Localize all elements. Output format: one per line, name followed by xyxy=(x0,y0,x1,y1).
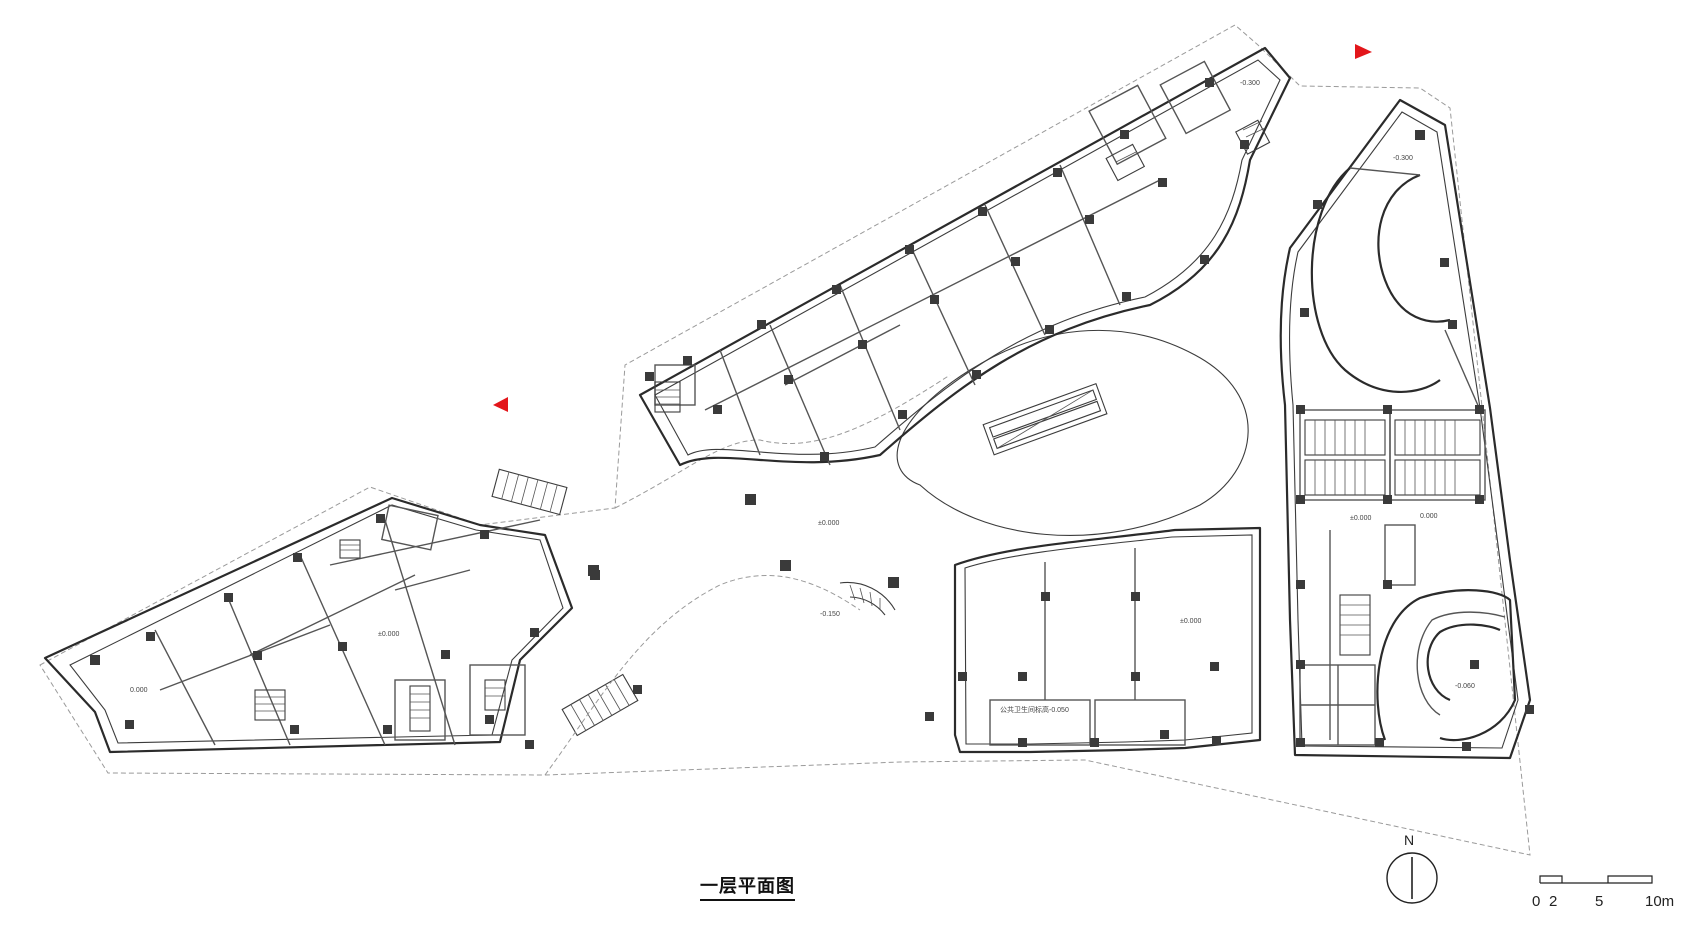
entrance-marker-icon xyxy=(493,397,508,412)
level-mark: -0.300 xyxy=(1240,80,1260,87)
west-building-block xyxy=(43,496,642,754)
site-boundary xyxy=(39,24,1531,856)
scale-label-2: 2 xyxy=(1549,893,1558,910)
svg-text:公共卫生间标高-0.050: 公共卫生间标高-0.050 xyxy=(1000,705,1069,714)
scale-label-0: 0 xyxy=(1532,893,1541,910)
plaza-stairs xyxy=(491,468,896,737)
central-plaza xyxy=(544,329,1249,776)
drawing-title: 一层平面图 xyxy=(700,872,795,901)
north-label: N xyxy=(1404,832,1415,848)
east-building-block xyxy=(1279,98,1534,760)
entrance-markers xyxy=(493,44,1372,412)
level-mark: ±0.000 xyxy=(378,631,399,638)
level-marks: 0.000 ±0.000 -0.300 -0.300 ±0.000 -0.150… xyxy=(130,80,1475,694)
level-mark: -0.060 xyxy=(1455,683,1475,690)
level-mark: ±0.000 xyxy=(818,520,839,527)
north-building-block xyxy=(638,46,1292,467)
scale-label-5: 5 xyxy=(1595,893,1604,910)
level-mark: 0.000 xyxy=(1420,513,1438,520)
level-mark: 0.000 xyxy=(130,687,148,694)
level-mark: ±0.000 xyxy=(1350,515,1371,522)
north-arrow-icon xyxy=(1386,852,1438,904)
scale-bar-icon xyxy=(1539,875,1653,884)
level-mark: -0.150 xyxy=(820,611,840,618)
south-center-block: 公共卫生间标高-0.050 xyxy=(925,526,1262,754)
entrance-marker-icon xyxy=(1355,44,1372,59)
scale-label-10m: 10m xyxy=(1645,893,1675,910)
level-mark: -0.300 xyxy=(1393,155,1413,162)
level-mark: ±0.000 xyxy=(1180,618,1201,625)
